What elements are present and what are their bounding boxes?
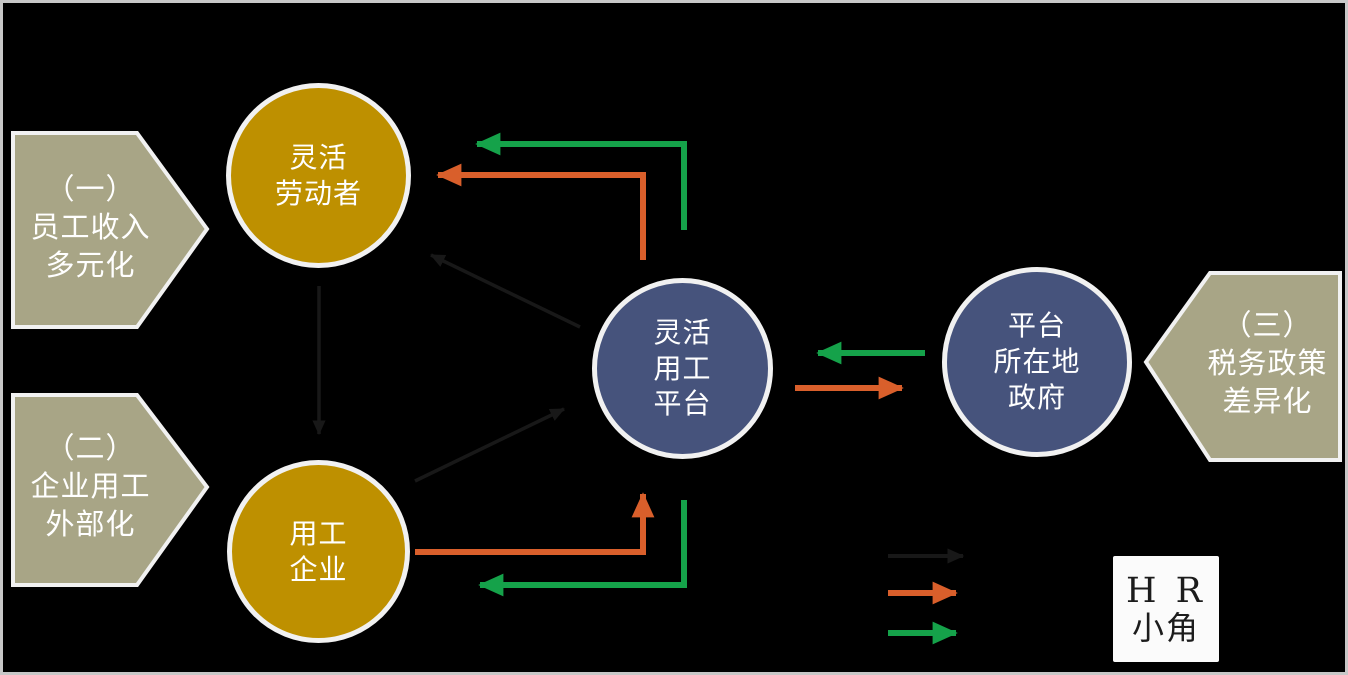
- platform-to-worker-black-arrow: [430, 253, 581, 329]
- employer-to-platform-black-arrow: [414, 407, 565, 483]
- callout-two-chevron: [11, 393, 210, 587]
- worker-node: 灵活 劳动者: [226, 83, 411, 268]
- employer-node: 用工 企业: [227, 460, 410, 643]
- legend: [888, 548, 965, 645]
- worker-node-label: 灵活 劳动者: [274, 141, 362, 209]
- platform-to-employer-green-arrow: [478, 500, 687, 597]
- platform-node: 灵活 用工 平台: [592, 278, 773, 459]
- government-node: 平台 所在地 政府: [942, 267, 1132, 457]
- hr-stamp: H R 小角: [1113, 556, 1219, 662]
- government-node-label: 平台 所在地 政府: [993, 310, 1081, 413]
- callout-three-label: （三） 税务政策 差异化: [1207, 310, 1328, 418]
- callout-one-chevron: [11, 131, 210, 329]
- callout-three-chevron: [1143, 271, 1342, 462]
- hr-stamp-bottom-text: 小角: [1131, 608, 1200, 647]
- callout-one-label: （一） 员工收入 多元化: [30, 174, 151, 282]
- platform-to-worker-orange-arrow: [436, 163, 646, 260]
- platform-node-label: 灵活 用工 平台: [653, 316, 712, 420]
- employer-node-label: 用工 企业: [289, 517, 348, 585]
- hr-stamp-top-text: H R: [1125, 571, 1206, 612]
- employer-to-platform-orange-arrow: [415, 492, 655, 555]
- platform-to-worker-green-arrow: [475, 132, 687, 230]
- callout-two-label: （二） 企业用工 外部化: [30, 433, 151, 541]
